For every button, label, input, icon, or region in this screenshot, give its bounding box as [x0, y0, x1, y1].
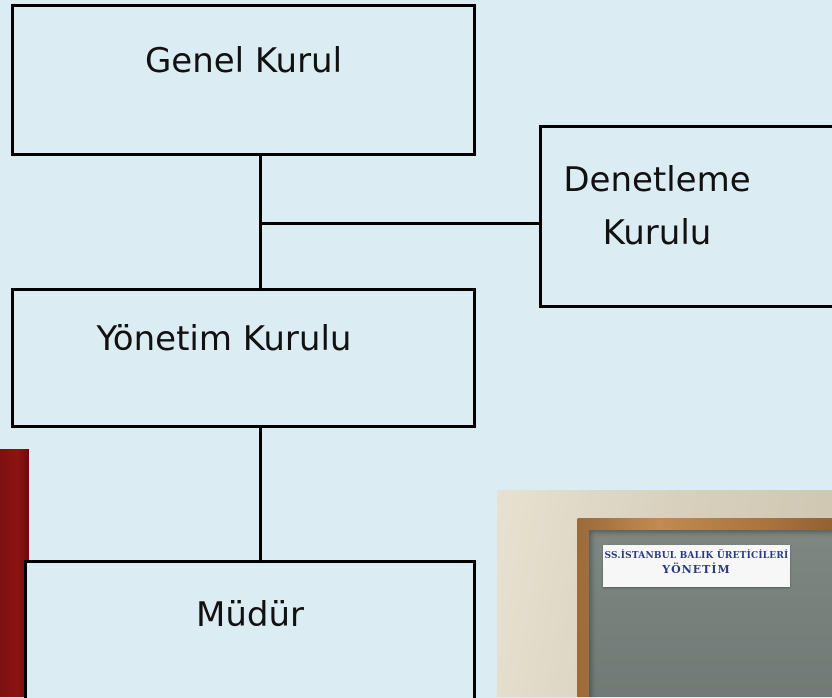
connector-to-denetleme [259, 222, 540, 225]
photo-sign-label: SS.İSTANBUL BALIK ÜRETİCİLERİ YÖNETİM [603, 545, 790, 587]
sign-line1: SS.İSTANBUL BALIK ÜRETİCİLERİ [604, 551, 789, 561]
door-sign-photo: SS.İSTANBUL BALIK ÜRETİCİLERİ YÖNETİM [497, 490, 832, 697]
node-label: Müdür [196, 595, 304, 635]
node-denetleme-kurulu: Denetleme Kurulu [539, 125, 832, 308]
node-label-line1: Denetleme [563, 160, 751, 200]
node-label-line2: Kurulu [602, 212, 712, 253]
sign-line2: YÖNETİM [662, 563, 731, 576]
photo-board-panel: SS.İSTANBUL BALIK ÜRETİCİLERİ YÖNETİM [589, 530, 832, 697]
node-label: Genel Kurul [144, 41, 343, 81]
node-mudur: Müdür [24, 560, 476, 698]
node-label: Denetleme Kurulu [542, 154, 772, 259]
node-yonetim-kurulu: Yönetim Kurulu [11, 288, 476, 428]
connector-yonetim-to-mudur [259, 427, 262, 561]
node-label: Yönetim Kurulu [96, 319, 352, 359]
photo-board-frame: SS.İSTANBUL BALIK ÜRETİCİLERİ YÖNETİM [577, 518, 832, 697]
node-genel-kurul: Genel Kurul [11, 4, 476, 156]
